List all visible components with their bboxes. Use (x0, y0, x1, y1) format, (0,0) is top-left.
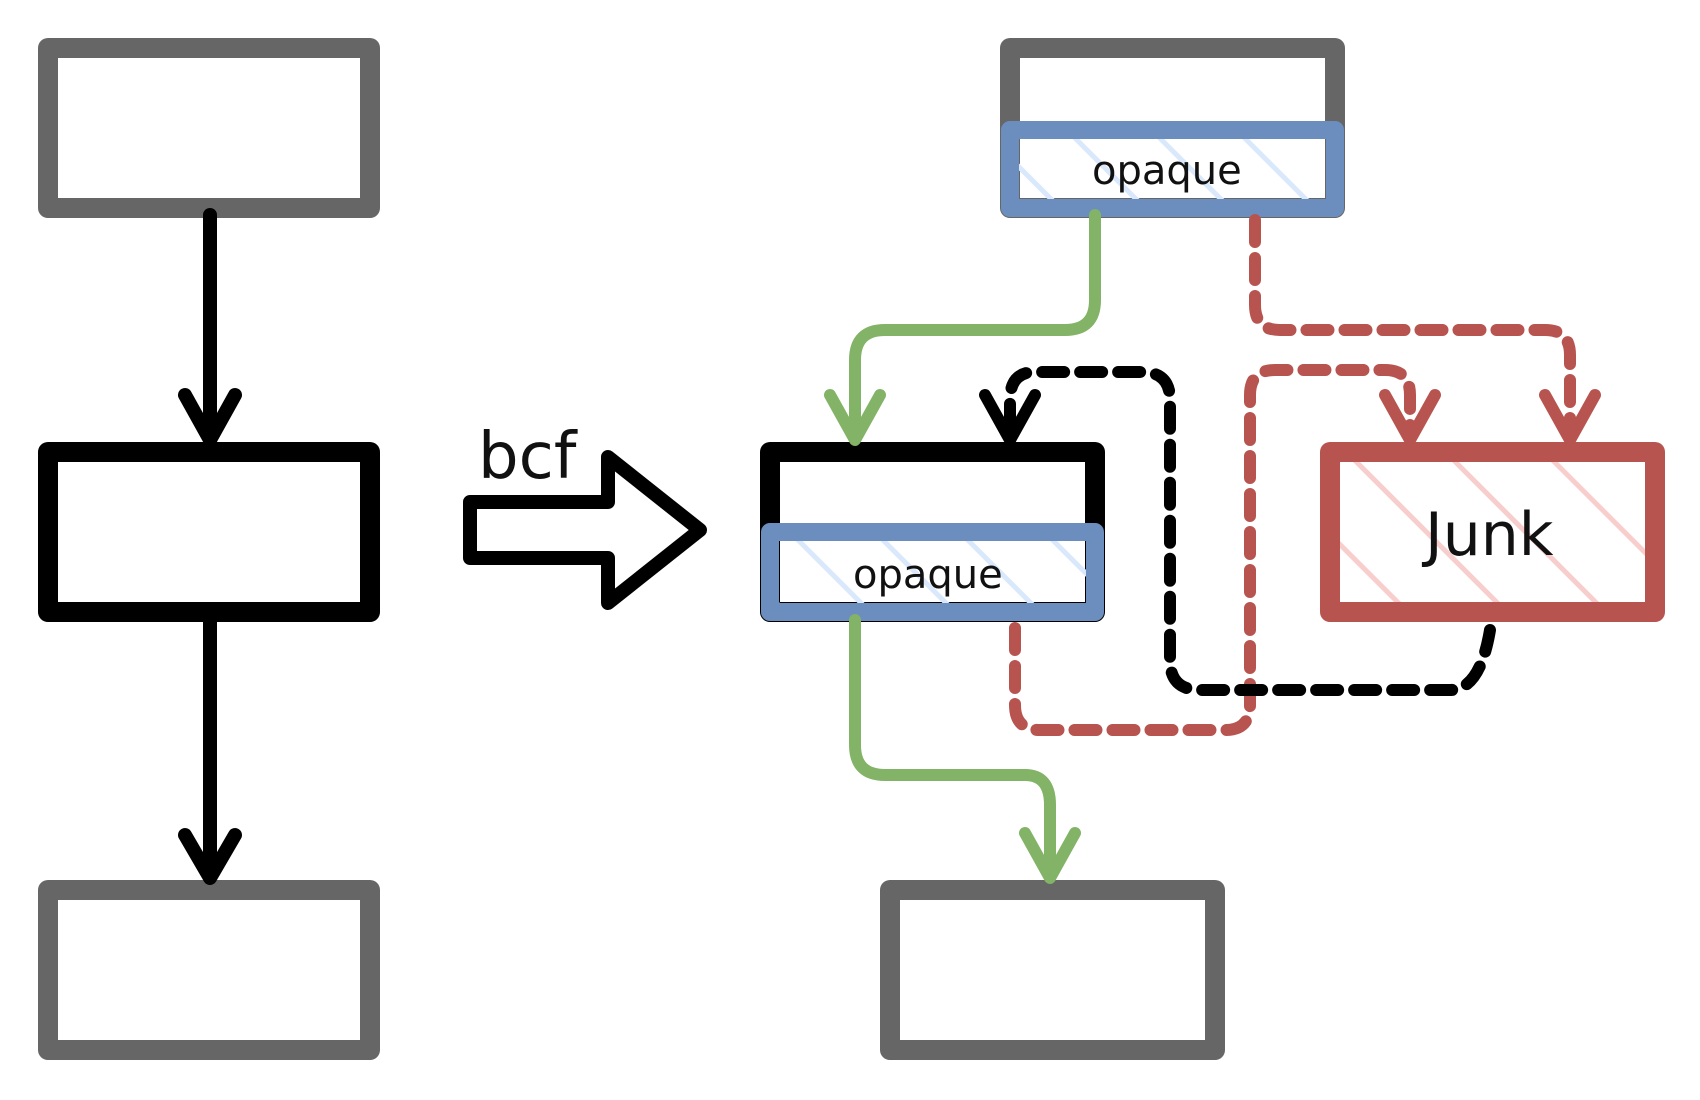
left-edge-middle-to-bottom (178, 613, 242, 885)
junk-label: Junk (1421, 500, 1554, 570)
right-bottom-block (880, 880, 1225, 1060)
right-middle-opaque-predicate: opaque (761, 523, 1104, 621)
right-top-opaque-predicate: opaque (1001, 121, 1344, 217)
right-arrow-icon (463, 450, 707, 610)
left-top-block (38, 38, 380, 218)
black-dashed-edge-junk-to-middle (979, 366, 1496, 696)
green-edge-middle-to-bottom (849, 614, 1081, 884)
junk-block: Junk (1320, 442, 1665, 622)
left-middle-block (38, 442, 380, 622)
green-edge-top-to-middle (824, 209, 1101, 446)
transform-label: bcf (478, 420, 578, 494)
opaque-mid-label: opaque (853, 552, 1003, 598)
left-edge-top-to-middle (178, 208, 242, 447)
red-dashed-edge-top-to-junk (1249, 214, 1601, 446)
left-bottom-block (38, 880, 380, 1060)
opaque-top-label: opaque (1092, 148, 1242, 194)
red-dashed-edge-middle-to-junk (1009, 364, 1441, 736)
